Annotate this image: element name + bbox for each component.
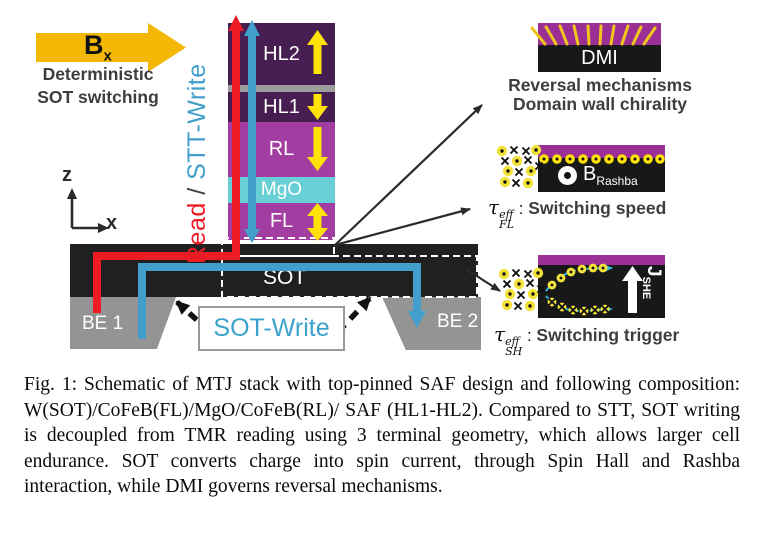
sot-write-box: SOT-Write	[198, 306, 345, 351]
slash-separator: /	[183, 179, 211, 203]
switching-speed-label: Switching speed	[528, 198, 667, 218]
mtj-stack: HL2 HL1 RL MgO FL	[228, 23, 335, 240]
bx-field-label: Bx	[84, 30, 112, 65]
dmi-box-purple	[538, 23, 661, 45]
dmi-description: Reversal mechanisms Domain wall chiralit…	[492, 76, 708, 114]
layer-hl1: HL1	[228, 92, 335, 122]
tau-sh-symbol: τ	[494, 322, 506, 346]
xz-axes-icon	[70, 197, 100, 230]
dmi-box: DMI	[538, 45, 661, 72]
deterministic-line2: SOT switching	[37, 87, 159, 107]
read-label: Read	[183, 202, 211, 264]
j-she-label: JSHE	[640, 266, 664, 300]
z-axis-label: z	[62, 164, 72, 186]
out-of-plane-field-icon	[558, 165, 577, 185]
switching-trigger-label: Switching trigger	[536, 325, 680, 345]
sot-channel: SOT	[70, 244, 478, 297]
deterministic-line1: Deterministic	[42, 64, 154, 84]
tau-fl-symbol: τ	[488, 195, 500, 219]
rashba-box-purple	[538, 145, 665, 158]
layer-spacer	[228, 85, 335, 92]
stt-write-label: STT-Write	[183, 63, 211, 180]
deterministic-sot-text: Deterministic SOT switching	[16, 63, 180, 109]
b-rashba-label: BRashba	[583, 162, 638, 188]
dmi-desc-line1: Reversal mechanisms	[508, 75, 692, 95]
dmi-desc-line2: Domain wall chirality	[512, 94, 688, 114]
layer-hl2: HL2	[228, 23, 335, 85]
layer-mgo: MgO	[228, 177, 335, 203]
layer-fl: FL	[228, 203, 335, 240]
read-stt-write-label: Read / STT-Write	[183, 63, 212, 264]
layer-rl: RL	[228, 122, 335, 177]
bottom-electrode-1: BE 1	[70, 297, 176, 349]
she-box-purple	[538, 255, 665, 265]
x-axis-label: x	[106, 212, 118, 234]
be2-label: BE 2	[437, 311, 479, 332]
bottom-electrode-2: BE 2	[382, 297, 481, 350]
sot-write-label: SOT-Write	[213, 314, 330, 342]
sot-label: SOT	[263, 266, 307, 289]
be1-label: BE 1	[82, 313, 124, 334]
figure-caption: Fig. 1: Schematic of MTJ stack with top-…	[24, 374, 740, 497]
rashba-box: BRashba	[538, 158, 665, 192]
